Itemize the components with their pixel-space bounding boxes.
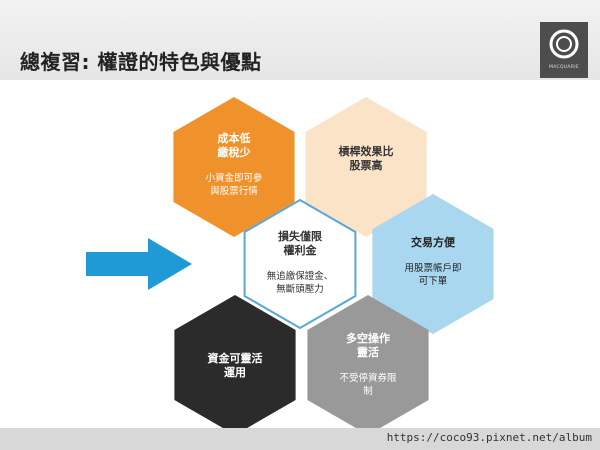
- hex-3-sub-line: 用股票帳戶即: [404, 263, 462, 274]
- hex-2-sub-line: 無斷頭壓力: [276, 284, 324, 295]
- macquarie-logo: MACQUARIE: [540, 22, 588, 78]
- footer-url: https://coco93.pixnet.net/album: [386, 431, 592, 444]
- hex-3-sub-line: 可下單: [418, 276, 448, 287]
- hex-5-head-line: 多空操作: [345, 332, 390, 345]
- hexagon-3: [372, 194, 494, 334]
- hex-text-4: 資金可靈活運用: [208, 352, 263, 380]
- hexagon-4: [174, 295, 296, 435]
- hex-2-head-line: 損失僅限: [277, 230, 322, 243]
- hexagon-2: [243, 198, 357, 330]
- hex-4-head-line: 運用: [224, 366, 246, 379]
- footer-band: [0, 428, 600, 450]
- hex-0-head-line: 繳稅少: [217, 146, 251, 159]
- hex-text-2: 損失僅限權利金 無追繳保證金、無斷頭壓力: [267, 230, 334, 296]
- hexagon-5: [307, 295, 429, 435]
- hex-0-sub-line: 與股票行情: [210, 186, 258, 197]
- hex-0-sub-line: 小資金即可參: [205, 173, 263, 184]
- hex-4-head-line: 資金可靈活: [207, 352, 263, 365]
- hex-3-head-line: 交易方便: [410, 236, 455, 249]
- blue-arrow: [86, 238, 192, 290]
- hex-text-1: 槓桿效果比股票高: [339, 145, 394, 173]
- hex-2-sub-line: 無追繳保證金、: [266, 271, 334, 282]
- hex-text-3: 交易方便 用股票帳戶即可下單: [404, 236, 461, 288]
- slide-title: 總複習: 權證的特色與優點: [20, 50, 262, 74]
- hex-5-sub-line: 制: [363, 386, 373, 397]
- macquarie-logo-icon: [549, 29, 579, 59]
- hex-2-head-line: 權利金: [283, 244, 317, 257]
- hex-1-head-line: 股票高: [349, 159, 383, 172]
- header-band: [0, 0, 600, 80]
- hex-text-0: 成本低繳稅少 小資金即可參與股票行情: [205, 132, 262, 198]
- hex-5-head-line: 靈活: [356, 346, 379, 359]
- logo-text: MACQUARIE: [549, 65, 579, 70]
- hex-0-head-line: 成本低: [217, 132, 251, 145]
- hex-text-5: 多空操作靈活 不受停資券限制: [339, 332, 396, 398]
- hexagon-1: [305, 97, 427, 237]
- hex-1-head-line: 槓桿效果比: [338, 145, 394, 158]
- hex-5-sub-line: 不受停資券限: [339, 373, 397, 384]
- hexagon-0: [173, 97, 295, 237]
